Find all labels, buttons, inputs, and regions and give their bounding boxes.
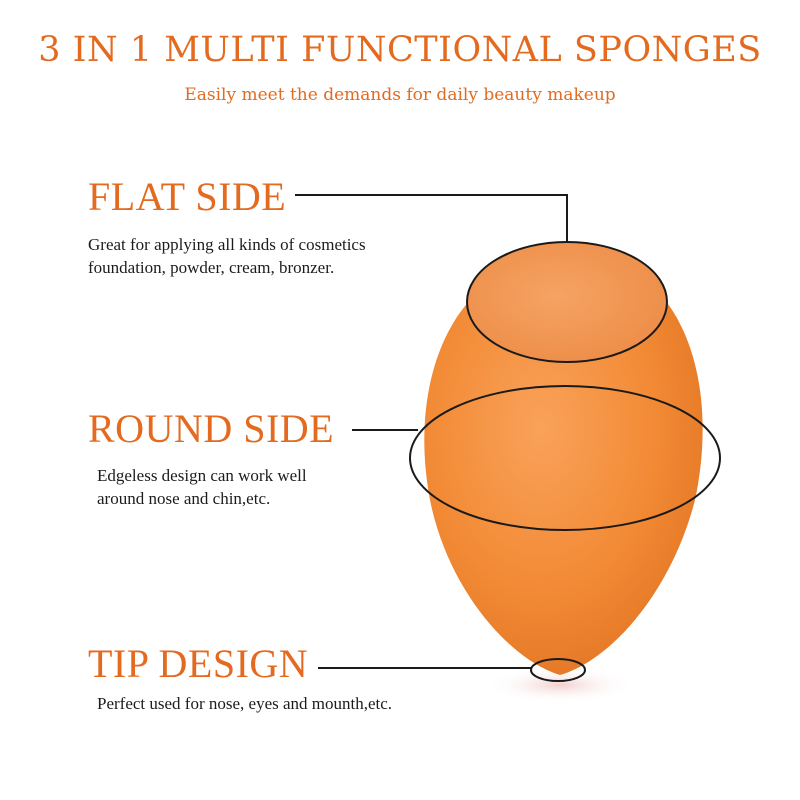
round-side-line-1: Edgeless design can work well (97, 466, 307, 485)
page-subtitle: Easily meet the demands for daily beauty… (184, 85, 616, 105)
tip-design-description: Perfect used for nose, eyes and mounth,e… (97, 692, 392, 715)
round-side-title: ROUND SIDE (88, 406, 335, 451)
flat-side-line-1: Great for applying all kinds of cosmetic… (88, 235, 366, 254)
tip-ring (530, 658, 586, 682)
round-side-band (409, 385, 721, 531)
round-side-line-2: around nose and chin,etc. (97, 489, 271, 508)
tip-design-line-1: Perfect used for nose, eyes and mounth,e… (97, 694, 393, 713)
flat-side-callout-line (295, 194, 568, 243)
flat-side-face (466, 241, 668, 363)
sponge-shadow (485, 667, 635, 703)
flat-side-title: FLAT SIDE (88, 174, 287, 219)
flat-side-line-2: foundation, powder, cream, bronzer. (88, 258, 335, 277)
page-title: 3 IN 1 MULTI FUNCTIONAL SPONGES (38, 30, 762, 70)
sponge-body (424, 276, 703, 675)
tip-design-title: TIP DESIGN (88, 641, 309, 686)
flat-side-description: Great for applying all kinds of cosmetic… (88, 233, 366, 279)
round-side-description: Edgeless design can work well around nos… (97, 464, 307, 510)
